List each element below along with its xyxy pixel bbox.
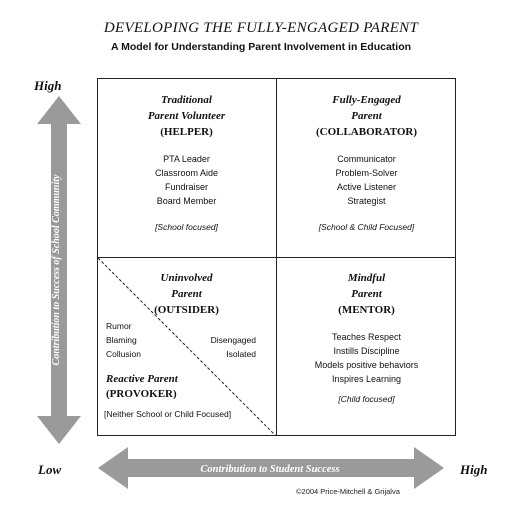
- quadrant-mentor-focus: [Child focused]: [338, 394, 395, 404]
- quadrant-collaborator: Fully-Engaged Parent (COLLABORATOR) Comm…: [277, 92, 456, 232]
- horizontal-axis-high-label: High: [460, 462, 488, 477]
- quadrant-collaborator-focus: [School & Child Focused]: [318, 222, 415, 232]
- vertical-axis-arrow: [37, 96, 81, 444]
- quadrant-collaborator-heading: Fully-Engaged Parent (COLLABORATOR): [315, 94, 418, 138]
- diagram-title: DEVELOPING THE FULLY-ENGAGED PARENT: [103, 20, 419, 36]
- outsider-items-left: Rumor Blaming Collusion: [106, 319, 141, 361]
- grid-horizontal-divider: [97, 257, 456, 258]
- outsider-focus: [Neither School or Child Focused]: [104, 409, 232, 419]
- quadrant-mentor-heading: Mindful Parent (MENTOR): [338, 272, 395, 316]
- list-item: Disengaged: [210, 335, 256, 345]
- list-item: Communicator: [337, 154, 396, 164]
- list-item: Board Member: [156, 196, 217, 206]
- list-item: Strategist: [347, 196, 386, 206]
- list-item: Teaches Respect: [331, 332, 402, 342]
- provoker-heading: Reactive Parent (PROVOKER): [106, 373, 178, 400]
- list-item: Collusion: [106, 349, 141, 359]
- quadrant-mentor: Mindful Parent (MENTOR) Teaches Respect …: [277, 270, 456, 404]
- list-item: Classroom Aide: [154, 168, 219, 178]
- list-item: PTA Leader: [163, 154, 210, 164]
- horizontal-axis-low-label: Low: [38, 462, 62, 477]
- copyright-notice: ©2004 Price-Mitchell & Grijalva: [296, 487, 400, 496]
- list-item: Problem-Solver: [335, 168, 398, 178]
- horizontal-axis-caption: Contribution to Student Success: [200, 464, 339, 475]
- diagram-subtitle: A Model for Understanding Parent Involve…: [110, 41, 412, 53]
- list-item: Isolated: [226, 349, 256, 359]
- list-item: Blaming: [106, 335, 137, 345]
- horizontal-axis-arrow: [98, 447, 444, 489]
- quadrant-collaborator-list: Communicator Problem-Solver Active Liste…: [277, 152, 456, 208]
- quadrant-mentor-list: Teaches Respect Instills Discipline Mode…: [277, 330, 456, 386]
- quadrant-helper-heading: Traditional Parent Volunteer (HELPER): [147, 94, 226, 138]
- list-item: Inspires Learning: [331, 374, 402, 384]
- quadrant-helper-focus: [School focused]: [155, 222, 218, 232]
- list-item: Rumor: [106, 321, 132, 331]
- list-item: Instills Discipline: [333, 346, 400, 356]
- quadrant-helper: Traditional Parent Volunteer (HELPER) PT…: [97, 92, 276, 232]
- vertical-axis-high-label: High: [34, 78, 62, 93]
- quadrant-outsider-heading: Uninvolved Parent (OUTSIDER): [154, 272, 219, 316]
- list-item: Models positive behaviors: [314, 360, 419, 370]
- quadrant-helper-list: PTA Leader Classroom Aide Fundraiser Boa…: [97, 152, 276, 208]
- outsider-items-right: Disengaged Isolated: [198, 333, 256, 361]
- list-item: Fundraiser: [164, 182, 209, 192]
- quadrant-outsider: Uninvolved Parent (OUTSIDER): [97, 270, 276, 318]
- vertical-axis-caption: Contribution to Success of School Commun…: [51, 174, 62, 365]
- list-item: Active Listener: [336, 182, 397, 192]
